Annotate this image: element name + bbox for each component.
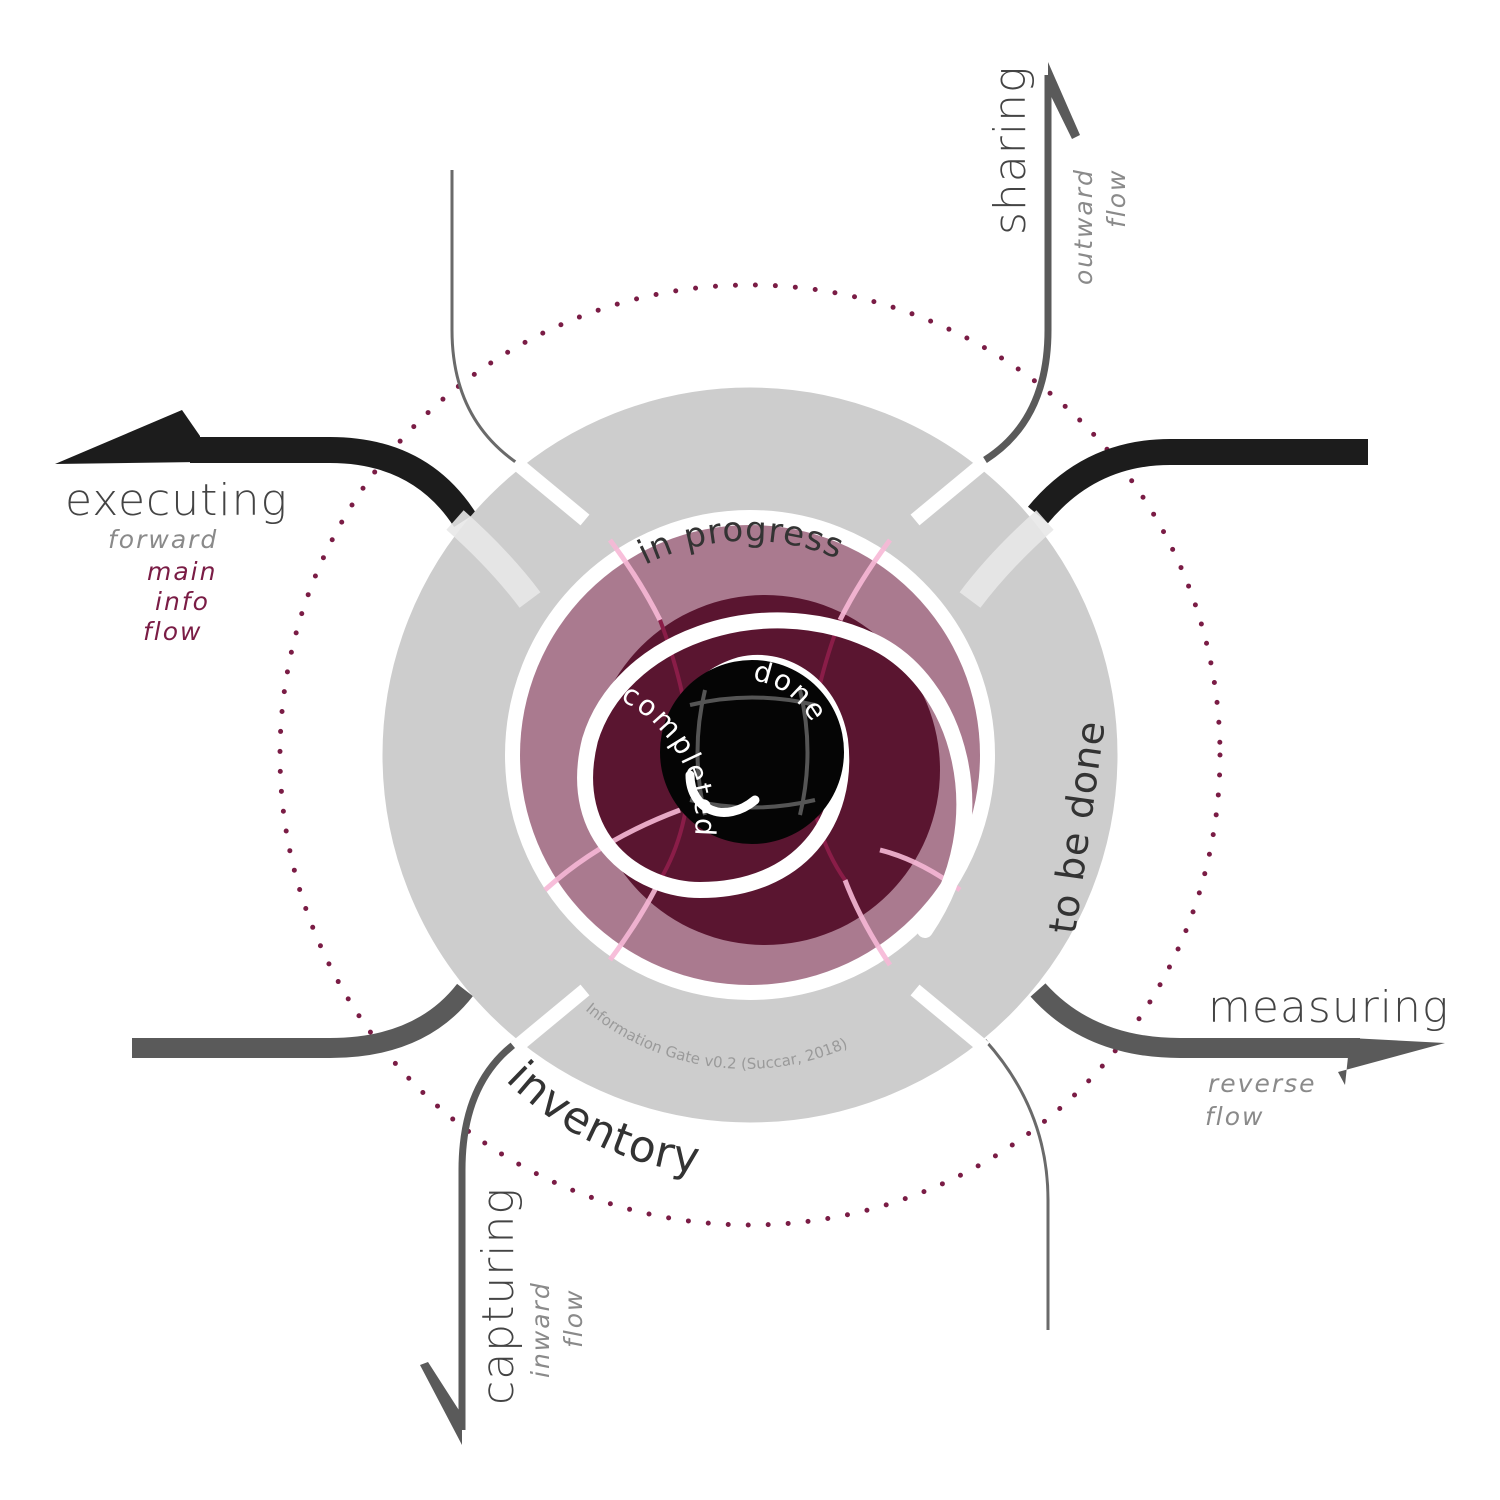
outer-ring-inventory — [382, 387, 1118, 1123]
core-done — [660, 660, 844, 844]
dotted-boundary — [277, 282, 1223, 1228]
executing-main-line-1: main — [147, 557, 217, 586]
separator-ring — [505, 510, 995, 1000]
capturing-arrow — [420, 1037, 522, 1445]
measuring-title: measuring — [1208, 982, 1449, 1033]
capturing-sub-line-2: flow — [559, 1289, 588, 1349]
executing-arrow — [55, 410, 476, 528]
incoming-dark-arrow-right — [1027, 439, 1368, 524]
core-spiral-tail — [685, 770, 760, 817]
sharing-arrow — [983, 62, 1080, 463]
capturing-title: capturing — [473, 1187, 524, 1405]
sharing-title: sharing — [985, 66, 1036, 235]
sharing-sub-line-1: outward — [1069, 168, 1098, 285]
measuring-arrow — [1030, 983, 1445, 1085]
thin-curve-bottom-right — [983, 1038, 1050, 1330]
thin-curve-top-left — [450, 170, 521, 467]
gate-band-left — [446, 510, 541, 608]
incoming-grey-arrow-left — [132, 983, 473, 1058]
executing-title: executing — [65, 475, 288, 526]
measuring-sub-line-1: reverse — [1208, 1069, 1317, 1098]
sharing-sub-line-2: flow — [1102, 169, 1131, 229]
executing-main-line-2: info — [155, 587, 210, 616]
executing-sub: forward — [108, 525, 218, 554]
measuring-sub-line-2: flow — [1205, 1102, 1265, 1131]
capturing-sub-line-1: inward — [526, 1281, 555, 1378]
executing-main-line-3: flow — [143, 617, 203, 646]
outer-ring-gaps — [510, 456, 990, 1054]
gate-band-right — [959, 510, 1054, 608]
